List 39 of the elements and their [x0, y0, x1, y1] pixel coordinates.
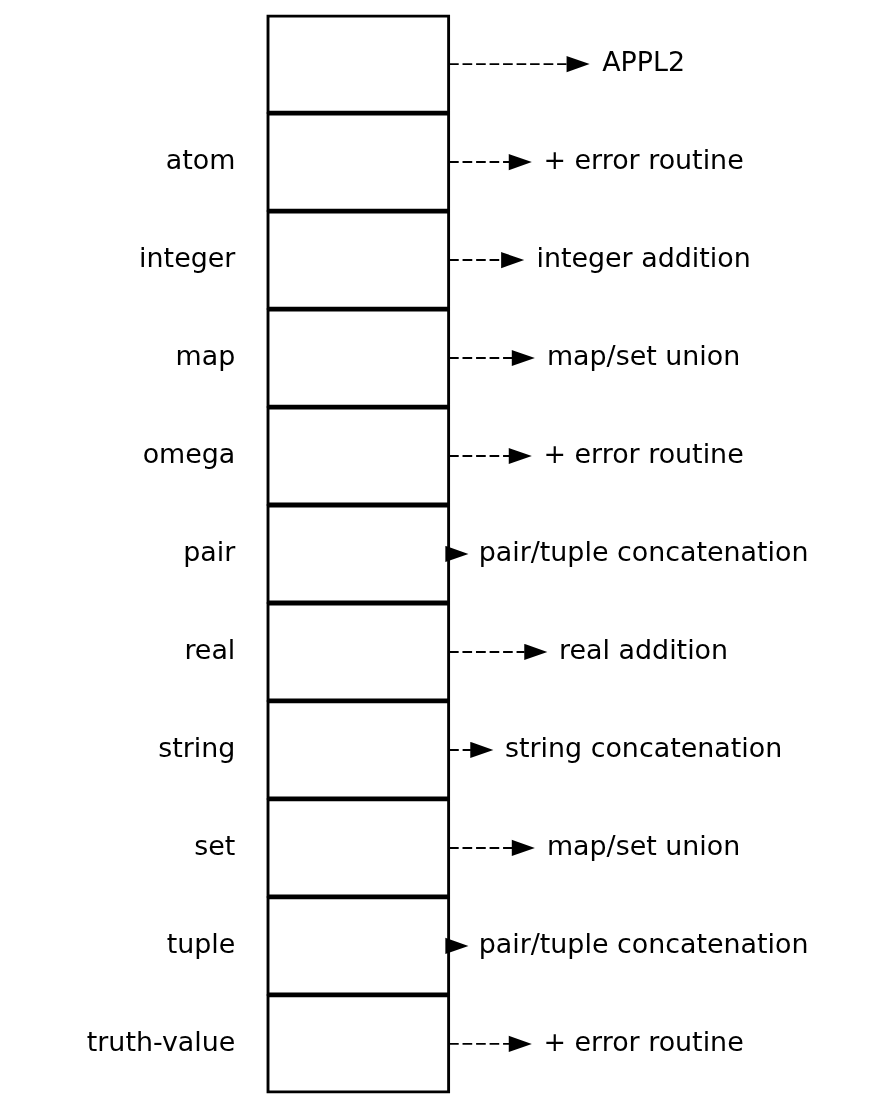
- node-label: truth-value: [86, 1026, 236, 1058]
- node-box: [266, 308, 451, 408]
- node-box: [266, 994, 451, 1094]
- node-label: omega: [142, 438, 236, 470]
- node-box: [266, 210, 451, 310]
- arrow: [448, 447, 532, 465]
- arrow: [448, 839, 535, 857]
- node-text: + error routine: [543, 144, 744, 176]
- arrow: [448, 56, 590, 73]
- node-label: map: [175, 340, 236, 372]
- node-box: [266, 798, 451, 898]
- node-text: + error routine: [543, 438, 744, 470]
- node-box: [266, 14, 451, 114]
- arrow: [448, 741, 494, 759]
- node-label: pair: [183, 536, 236, 568]
- arrow: [448, 154, 532, 171]
- node-text: + error routine: [543, 1026, 744, 1058]
- node-box: [266, 602, 451, 702]
- node-label: tuple: [166, 928, 236, 960]
- node-label: set: [194, 830, 236, 862]
- node-box: [266, 112, 451, 212]
- node-text: APPL2: [602, 46, 686, 78]
- node-label: real: [184, 634, 236, 666]
- arrow: [448, 251, 525, 269]
- arrow: [448, 349, 535, 367]
- node-label: string: [158, 732, 236, 764]
- node-text: integer addition: [536, 242, 751, 274]
- node-text: pair/tuple concatenation: [478, 928, 809, 960]
- arrow: [448, 1035, 532, 1052]
- node-text: map/set union: [546, 340, 741, 372]
- node-label: integer: [139, 242, 236, 274]
- node-text: string concatenation: [504, 732, 783, 764]
- arrow: [448, 643, 548, 661]
- node-text: map/set union: [546, 830, 741, 862]
- node-label: atom: [165, 144, 236, 176]
- node-box: [266, 700, 451, 800]
- node-text: real addition: [559, 634, 729, 666]
- node-text: pair/tuple concatenation: [478, 536, 809, 568]
- node-box: [266, 406, 451, 506]
